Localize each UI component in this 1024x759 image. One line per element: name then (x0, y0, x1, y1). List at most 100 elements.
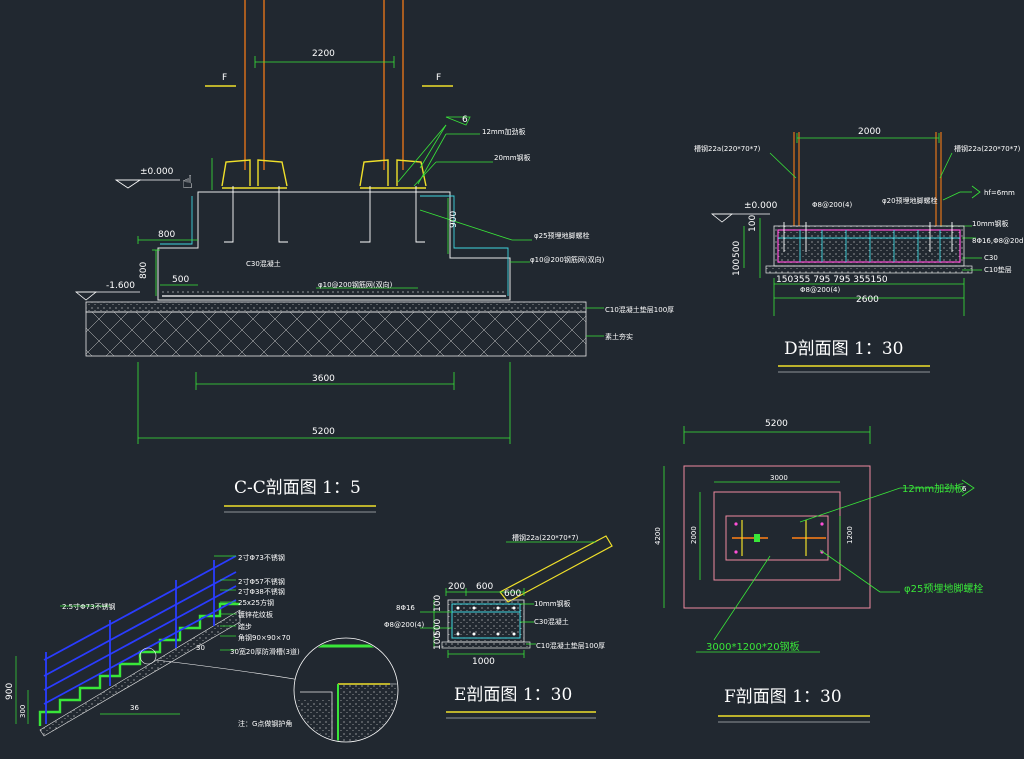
e-title: E剖面图 1：30 (454, 685, 572, 705)
stair-lbl-rail5: 25x25方钢 (238, 598, 274, 607)
f-column-marks (732, 520, 826, 556)
d-stirrups (799, 230, 941, 262)
e-dim-200: 200 (448, 582, 465, 592)
e-lbl-cushion: C10混凝土垫层100厚 (536, 641, 605, 650)
stair-dim-900: 900 (5, 683, 15, 700)
d-lbl-cushion: C10垫层 (984, 265, 1012, 274)
cc-cyan-bars (160, 195, 509, 296)
cc-lbl-rebar-bottom: φ10@200钢筋网(双向) (318, 280, 393, 289)
d-dim-100b: 100 (732, 259, 742, 276)
d-elev-text: ±0.000 (744, 201, 778, 211)
cc-dim-800a: 800 (158, 230, 175, 240)
d-lbl-channel-left: 槽钢22a(220*70*7) (694, 144, 761, 153)
d-lbl-rebar: 8Φ16,Φ8@20d (972, 237, 1023, 245)
cc-lbl-soil: 素土夯实 (605, 332, 633, 341)
d-elev (710, 213, 770, 223)
d-title: D剖面图 1：30 (784, 339, 903, 359)
e-lbl-channel: 槽钢22a(220*70*7) (512, 533, 579, 542)
e-dims (420, 588, 536, 658)
cc-anchor-bolts (224, 186, 425, 243)
cc-bubble: 6 (462, 115, 468, 125)
cc-section: 2200 F F 6 12mm加劲板 20mm钢板 (74, 0, 674, 513)
e-dim-500: 500 (433, 619, 443, 636)
e-dim-600a: 600 (476, 582, 493, 592)
d-dims-bottom (773, 278, 965, 316)
f-bubble: 6 (962, 485, 967, 493)
d-dim-bottom-row: 150355 795 795 355150 (776, 275, 888, 285)
stair-lbl-rail3: 2寸Φ57不锈钢 (238, 577, 285, 586)
e-dim-1000: 1000 (472, 657, 495, 667)
stair-leaders (15, 555, 236, 724)
e-lbl-plate: 10mm钢板 (534, 599, 571, 608)
d-dim-2000: 2000 (858, 127, 881, 137)
f-dim-3000: 3000 (770, 474, 788, 482)
d-lbl-c30: C30 (984, 254, 998, 262)
d-section: 2000 槽钢22a(220*70*7) 槽钢22a(220*70*7) hf=… (694, 127, 1023, 373)
cc-dims-bottom (137, 362, 511, 444)
e-cushion (441, 641, 531, 649)
d-dim-2600: 2600 (856, 295, 879, 305)
stair-lbl-frame: 踏步 (238, 622, 252, 631)
stair-lbl-rail4: 2寸Φ38不锈钢 (238, 587, 285, 596)
e-dim-600b: 600 (504, 589, 521, 599)
d-beam (773, 225, 965, 267)
e-rebars (456, 606, 516, 636)
d-lbl-bolt: φ20预埋地脚螺栓 (882, 196, 938, 205)
f-plate-box (725, 515, 829, 561)
stair-lbl-rail-top: 2.5寸Φ73不锈钢 (62, 602, 116, 611)
f-section: 5200 3000 4200 2000 1200 (654, 419, 983, 723)
f-dim-4200: 4200 (654, 527, 662, 545)
e-lbl-c30: C30混凝土 (534, 617, 569, 626)
cc-elev-marks (74, 179, 180, 301)
e-beam (447, 599, 525, 643)
cc-base-plates (221, 159, 427, 189)
cc-dim-3600: 3600 (312, 374, 335, 384)
cc-lbl-plate20: 20mm钢板 (494, 153, 531, 162)
d-lbl-plate: 10mm钢板 (972, 219, 1009, 228)
stair-rails (43, 555, 237, 724)
d-dim-500: 500 (732, 241, 742, 258)
stair-lbl-note: 注：G点做钢护角 (238, 719, 292, 728)
cc-dim-800b: 800 (139, 262, 149, 279)
cc-cushion (85, 301, 587, 313)
stair-dim-36: 36 (130, 704, 139, 712)
cc-leaders-right (316, 209, 604, 337)
f-dim-2000: 2000 (690, 526, 698, 544)
f-lbl-steelplate: 3000*1200*20钢板 (706, 640, 800, 653)
stair-lbl-fill: 30宽20厚防滑槽(3道) (230, 647, 300, 656)
cc-elev-bottom: -1.600 (106, 281, 135, 291)
d-lbl-stirrup-top: Φ8@200(4) (812, 201, 853, 209)
cc-cut-left: F (222, 73, 227, 83)
f-dims-side (663, 466, 841, 608)
cc-lbl-bolt: φ25预埋地脚螺栓 (534, 231, 590, 240)
cc-dims-left (137, 158, 449, 296)
d-dim-100a: 100 (748, 215, 758, 232)
cc-elev-top: ±0.000 (140, 167, 174, 177)
stair-steps (38, 602, 240, 726)
stair-detail-bubble (293, 637, 399, 743)
cc-cut-right: F (436, 73, 441, 83)
f-dim-1200: 1200 (846, 526, 854, 544)
stair-dim-300: 300 (19, 705, 27, 718)
stair-dim-30: 30 (196, 644, 205, 652)
stair-detail-marker (139, 647, 157, 665)
d-steel-columns (793, 132, 942, 226)
stair-lbl-surface: 镀锌花纹板 (238, 610, 273, 619)
e-dim-100a: 100 (433, 595, 443, 612)
f-title: F剖面图 1：30 (724, 687, 842, 707)
cc-title: C-C剖面图 1：5 (234, 478, 361, 498)
d-lbl-weld: hf=6mm (984, 189, 1015, 197)
cc-lbl-plate12: 12mm加劲板 (482, 127, 526, 136)
stair-detail-leader (155, 659, 301, 681)
stair-lbl-rail1: 2寸Φ73不锈钢 (238, 553, 285, 562)
d-dims-left (743, 218, 761, 278)
cc-dim-900: 900 (449, 211, 459, 228)
cc-soil (85, 311, 587, 357)
stair-slab (39, 609, 241, 737)
cc-lbl-rebar-side: φ10@200钢筋网(双向) (530, 255, 605, 264)
cc-dim-5200: 5200 (312, 427, 335, 437)
f-leaders (696, 479, 975, 653)
d-lbl-channel-right: 槽钢22a(220*70*7) (954, 144, 1021, 153)
d-dim-top (796, 133, 940, 143)
